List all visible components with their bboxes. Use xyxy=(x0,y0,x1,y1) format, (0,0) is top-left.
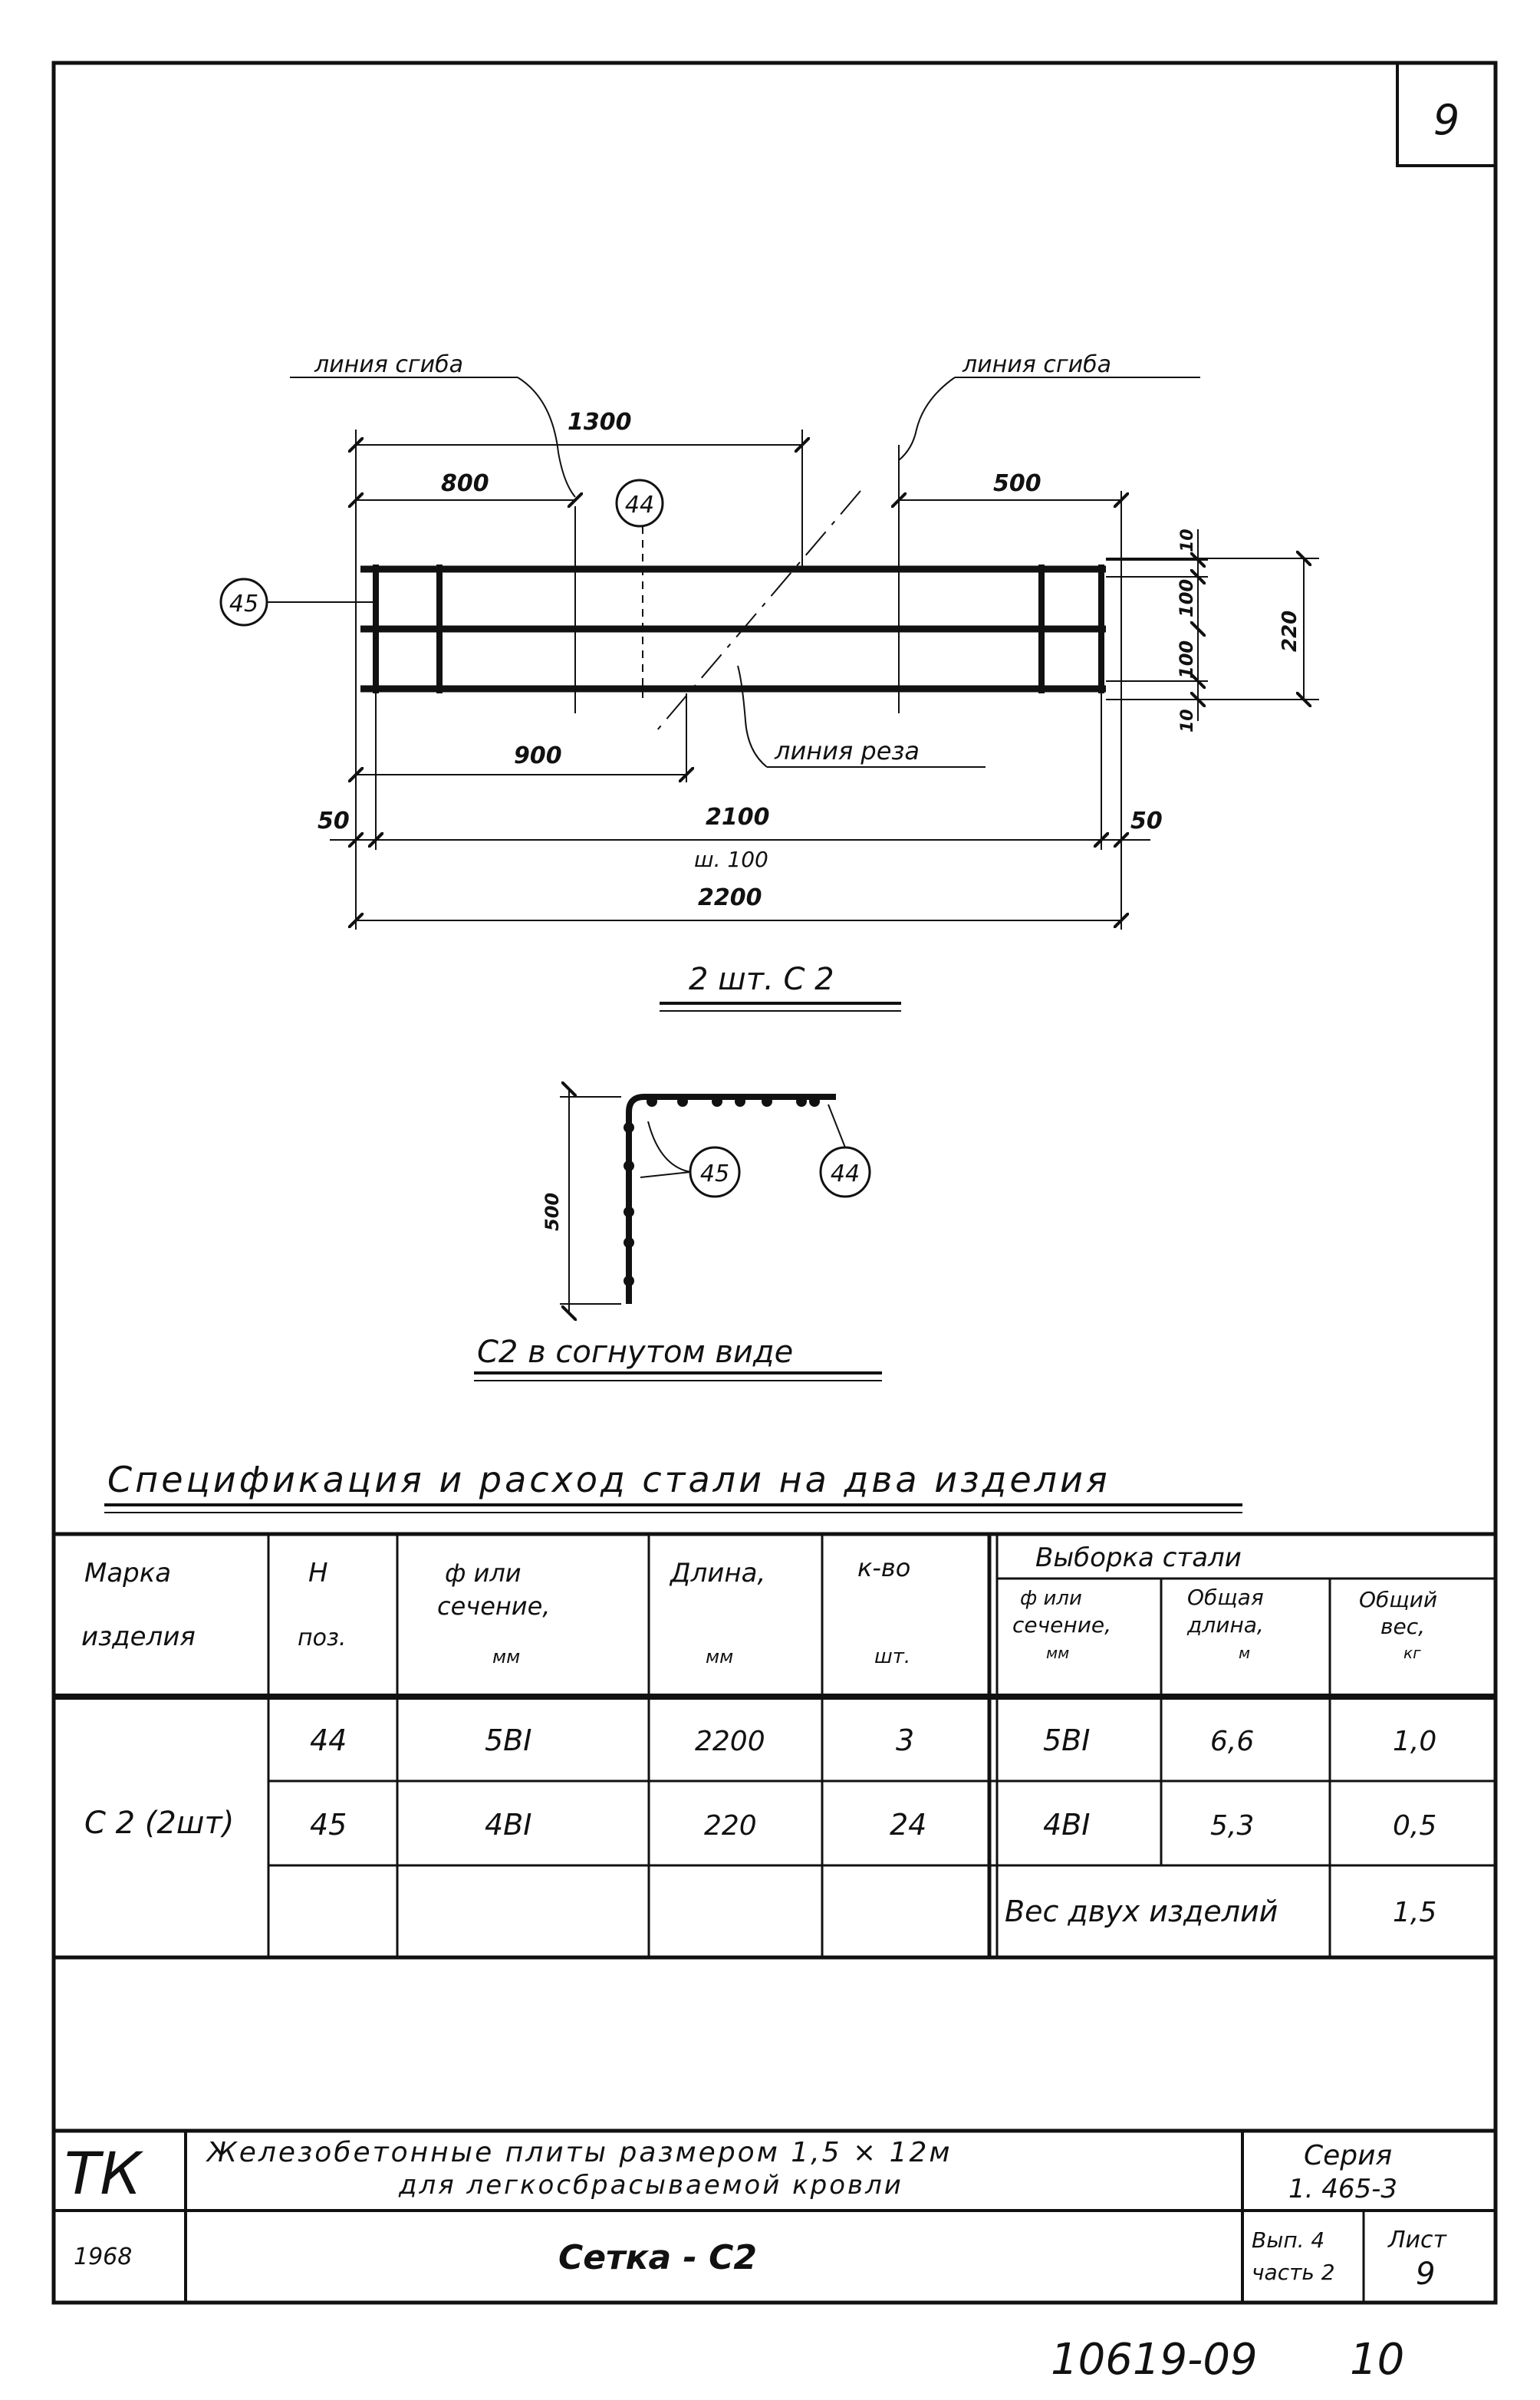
title-project-line-2: для легкосбрасываемой кровли xyxy=(398,2170,903,2201)
row-qty: 24 xyxy=(890,1808,926,1842)
row-pos: 45 xyxy=(310,1808,347,1842)
dim-500: 500 xyxy=(993,470,1041,497)
bent-view-bar-dots xyxy=(624,1096,820,1286)
row-sel-weight: 1,0 xyxy=(1393,1726,1436,1757)
pos-45-marker: 45 xyxy=(229,591,258,617)
page-number-box xyxy=(1396,61,1497,167)
row-length: 220 xyxy=(704,1810,757,1842)
cut-line-label: линия реза xyxy=(774,736,920,765)
hdr-sel-len-1: Общая xyxy=(1187,1585,1264,1610)
archive-code: 10619-09 xyxy=(1051,2335,1258,2385)
row-sel-weight: 0,5 xyxy=(1393,1810,1436,1842)
row-diam: 4ВI xyxy=(485,1808,531,1842)
dim-220: 220 xyxy=(1278,611,1301,652)
hdr-pos-1: Н xyxy=(308,1558,328,1588)
row-length: 2200 xyxy=(695,1726,765,1757)
hdr-pos-2: поз. xyxy=(298,1625,346,1651)
hdr-diam-1: ф или xyxy=(445,1559,522,1588)
hdr-sel-diam-2: сечение, xyxy=(1012,1612,1111,1638)
dim-10-bottom: 10 xyxy=(1178,709,1197,733)
spec-title: Спецификация и расход стали на два издел… xyxy=(107,1459,1111,1500)
title-org: ТК xyxy=(64,2139,143,2207)
title-series-value: 1. 465-3 xyxy=(1288,2174,1397,2204)
title-sheet-label: Лист xyxy=(1387,2227,1448,2253)
title-block-grid xyxy=(54,2128,1496,2303)
bent-view-caption: С2 в согнутом виде xyxy=(477,1335,793,1370)
row-pos: 44 xyxy=(310,1723,347,1757)
row-diam: 5ВI xyxy=(485,1723,531,1757)
dim-10-top: 10 xyxy=(1178,528,1197,552)
row-sel-diam: 4ВI xyxy=(1043,1808,1090,1842)
hdr-mark-2: изделия xyxy=(81,1621,196,1652)
spec-total-label: Вес двух изделий xyxy=(1005,1895,1278,1928)
row-sel-length: 6,6 xyxy=(1210,1726,1254,1757)
bend-line-left-label: линия сгиба xyxy=(314,351,463,378)
row-sel-diam: 5ВI xyxy=(1043,1723,1090,1757)
bent-pos-45-marker: 45 xyxy=(700,1160,729,1187)
hdr-sel-len-3: м xyxy=(1239,1644,1250,1662)
pos-44-marker: 44 xyxy=(625,492,654,519)
dim-50-right: 50 xyxy=(1130,808,1163,835)
title-year: 1968 xyxy=(74,2244,132,2270)
dim-step: ш. 100 xyxy=(694,847,768,872)
hdr-selection: Выборка стали xyxy=(1035,1542,1242,1573)
hdr-sel-diam-3: мм xyxy=(1046,1644,1069,1662)
hdr-sel-weight-1: Общий xyxy=(1359,1587,1437,1612)
hdr-qty-2: шт. xyxy=(874,1645,910,1668)
hdr-sel-len-2: длина, xyxy=(1186,1612,1264,1638)
spec-mark: С 2 (2шт) xyxy=(84,1806,234,1841)
bent-dim-500: 500 xyxy=(541,1193,563,1231)
spec-table-grid xyxy=(54,1532,1496,1960)
spec-total-value: 1,5 xyxy=(1393,1897,1436,1928)
title-sheet-value: 9 xyxy=(1416,2257,1435,2292)
dim-2200: 2200 xyxy=(698,884,762,911)
dim-1300: 1300 xyxy=(568,409,632,436)
table-row: 44 5ВI 2200 3 5ВI 6,6 1,0 xyxy=(310,1723,1436,1757)
dim-100-b: 100 xyxy=(1176,640,1197,679)
title-project-line-1: Железобетонные плиты размером 1,5 × 12м xyxy=(206,2137,953,2168)
dim-50-left: 50 xyxy=(318,808,350,835)
title-series-label: Серия xyxy=(1304,2140,1392,2171)
row-qty: 3 xyxy=(896,1723,914,1757)
table-row: 45 4ВI 220 24 4ВI 5,3 0,5 xyxy=(310,1808,1436,1842)
row-sel-length: 5,3 xyxy=(1210,1810,1254,1842)
dim-800: 800 xyxy=(441,470,489,497)
title-sheet-name: Сетка - С2 xyxy=(558,2238,757,2277)
hdr-len-2: мм xyxy=(706,1646,733,1667)
mesh-plan-view xyxy=(219,377,1319,1012)
hdr-sel-weight-3: кг xyxy=(1403,1644,1421,1662)
dim-100-a: 100 xyxy=(1176,579,1197,617)
bend-line-right-label: линия сгиба xyxy=(962,351,1111,378)
hdr-len-1: Длина, xyxy=(669,1558,765,1588)
title-issue-1: Вып. 4 xyxy=(1252,2227,1324,2253)
hdr-sel-weight-2: вес, xyxy=(1380,1614,1425,1639)
dim-2100: 2100 xyxy=(706,804,770,831)
bent-pos-44-marker: 44 xyxy=(831,1160,860,1187)
mesh-plan-caption: 2 шт. С 2 xyxy=(689,962,834,997)
hdr-qty-1: к-во xyxy=(857,1553,910,1582)
bent-view xyxy=(474,1089,882,1381)
hdr-diam-3: мм xyxy=(492,1646,520,1667)
sheet-frame xyxy=(51,61,1498,2305)
hdr-mark-1: Марка xyxy=(84,1558,171,1588)
title-issue-2: часть 2 xyxy=(1252,2260,1335,2285)
dim-900: 900 xyxy=(514,742,562,769)
hdr-sel-diam-1: ф или xyxy=(1020,1587,1082,1610)
hdr-diam-2: сечение, xyxy=(437,1592,550,1621)
footer-page: 10 xyxy=(1350,2335,1404,2385)
page-number: 9 xyxy=(1433,96,1459,144)
